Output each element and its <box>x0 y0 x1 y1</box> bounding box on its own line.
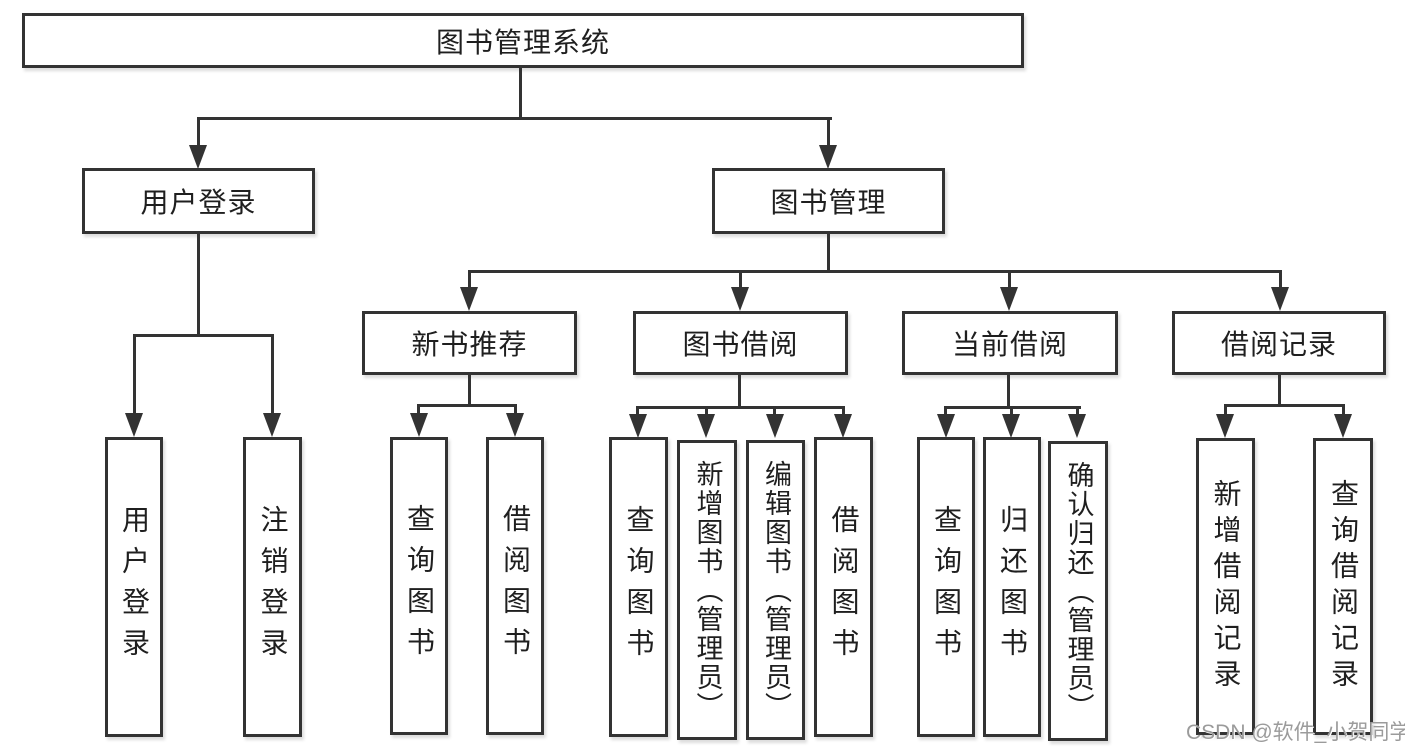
connector-line <box>827 117 830 147</box>
node-label: 编辑图书（管理员） <box>761 459 791 721</box>
node-label: 查询图书 <box>404 504 435 668</box>
connector-line <box>705 406 708 416</box>
leaf-confirm-return-admin: 确认归还（管理员） <box>1048 441 1108 741</box>
leaf-query-books-recommend: 查询图书 <box>390 437 448 735</box>
connector-line <box>271 334 274 414</box>
node-label: 查询借阅记录 <box>1328 478 1359 695</box>
connector-line <box>1076 406 1079 416</box>
leaf-logout-login: 注销登录 <box>243 437 302 737</box>
arrow-down-icon <box>125 413 143 437</box>
connector-line <box>1279 270 1282 290</box>
connector-line <box>739 270 742 290</box>
node-label: 注销登录 <box>257 505 289 669</box>
node-label: 新增图书（管理员） <box>692 459 723 721</box>
connector-line <box>773 406 776 416</box>
connector-line <box>827 234 830 273</box>
arrow-down-icon <box>1271 287 1289 311</box>
connector-line <box>133 334 274 337</box>
arrow-down-icon <box>629 414 647 438</box>
arrow-down-icon <box>731 287 749 311</box>
arrow-down-icon <box>1334 414 1352 438</box>
root-node-library-system: 图书管理系统 <box>22 13 1024 68</box>
group-book-borrowing: 图书借阅 <box>633 311 848 375</box>
leaf-add-borrow-record: 新增借阅记录 <box>1196 438 1255 735</box>
arrow-down-icon <box>937 414 955 438</box>
csdn-watermark: CSDN @软件_小贺同学 <box>1186 721 1405 744</box>
connector-line <box>417 404 420 416</box>
node-label: 用户登录 <box>119 505 150 669</box>
node-label: 归还图书 <box>997 505 1028 669</box>
connector-line <box>1224 404 1345 407</box>
arrow-down-icon <box>819 145 837 169</box>
leaf-query-borrow-record: 查询借阅记录 <box>1313 438 1373 735</box>
arrow-down-icon <box>460 287 478 311</box>
leaf-return-books: 归还图书 <box>983 437 1041 737</box>
arrow-down-icon <box>697 414 715 438</box>
node-label: 借阅图书 <box>500 504 531 668</box>
connector-line <box>514 404 517 416</box>
leaf-query-books-borrowing: 查询图书 <box>609 437 668 737</box>
connector-line <box>1342 404 1345 416</box>
leaf-borrow-books-borrowing: 借阅图书 <box>814 437 873 737</box>
connector-line <box>1007 375 1010 408</box>
arrow-down-icon <box>766 414 784 438</box>
leaf-borrow-books-recommend: 借阅图书 <box>486 437 544 735</box>
connector-line <box>133 334 136 414</box>
node-label: 确认归还（管理员） <box>1063 460 1094 722</box>
connector-line <box>944 406 947 416</box>
connector-line <box>1010 406 1013 416</box>
arrow-down-icon <box>189 145 207 169</box>
connector-line <box>468 270 1282 273</box>
node-label: 借阅图书 <box>828 505 860 669</box>
arrow-down-icon <box>1068 414 1086 438</box>
connector-line <box>738 375 741 408</box>
node-label: 查询图书 <box>931 505 962 669</box>
connector-line <box>519 68 522 120</box>
group-borrowing-records: 借阅记录 <box>1172 311 1386 375</box>
arrow-down-icon <box>1216 414 1234 438</box>
arrow-down-icon <box>506 413 524 437</box>
group-new-book-recommend: 新书推荐 <box>362 311 577 375</box>
connector-line <box>197 117 200 147</box>
node-label: 新增借阅记录 <box>1210 478 1242 695</box>
arrow-down-icon <box>1000 287 1018 311</box>
connector-line <box>1224 404 1227 416</box>
connector-line <box>636 406 639 416</box>
connector-line <box>1008 270 1011 290</box>
connector-line <box>197 117 832 120</box>
branch-user-login: 用户登录 <box>82 168 315 234</box>
connector-line <box>468 375 471 406</box>
arrow-down-icon <box>834 414 852 438</box>
arrow-down-icon <box>1002 414 1020 438</box>
leaf-user-login: 用户登录 <box>105 437 163 737</box>
arrow-down-icon <box>263 413 281 437</box>
group-current-borrowing: 当前借阅 <box>902 311 1118 375</box>
connector-line <box>417 404 517 407</box>
branch-book-management: 图书管理 <box>712 168 945 234</box>
leaf-query-books-current: 查询图书 <box>917 437 975 737</box>
connector-line <box>1278 375 1281 406</box>
connector-line <box>468 270 471 290</box>
node-label: 查询图书 <box>623 505 655 669</box>
arrow-down-icon <box>410 413 428 437</box>
connector-line <box>636 406 845 409</box>
leaf-add-books-admin: 新增图书（管理员） <box>677 440 737 740</box>
connector-line <box>842 406 845 416</box>
connector-line <box>197 234 200 336</box>
leaf-edit-books-admin: 编辑图书（管理员） <box>746 440 805 740</box>
